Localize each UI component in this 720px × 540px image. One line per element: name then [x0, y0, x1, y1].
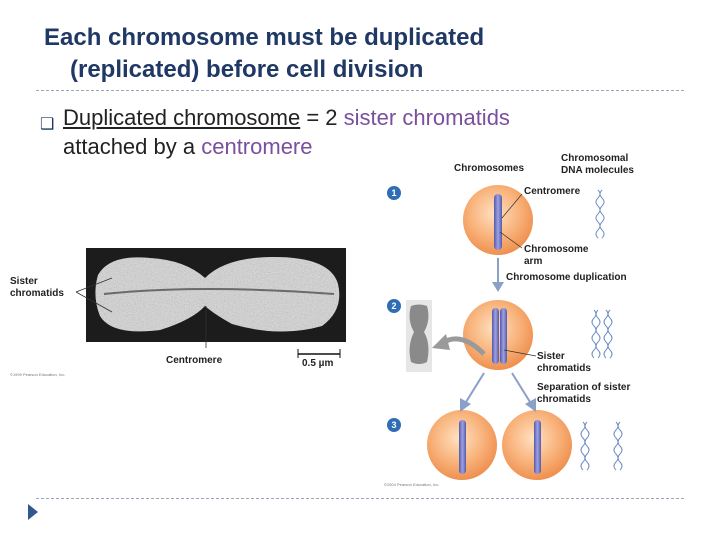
- micrograph-figure: [75, 248, 346, 358]
- micro-label-centromere: Centromere: [166, 355, 223, 366]
- pointer-lines: [499, 193, 537, 357]
- duplication-diagram: [406, 185, 623, 480]
- micro-label-chromatids: chromatids: [10, 288, 64, 299]
- inset-chromosome: [406, 300, 432, 372]
- diagram-label-duplication: Chromosome duplication: [506, 272, 627, 283]
- diagram-label-sister-1: Sister: [537, 351, 565, 362]
- diagram-label-separation-2: chromatids: [537, 394, 591, 405]
- slide-title: Each chromosome must be duplicated (repl…: [44, 22, 644, 87]
- micro-label-sister: Sister: [10, 276, 38, 287]
- term-centromere: centromere: [201, 133, 313, 159]
- step-badge-3: 3: [387, 418, 401, 432]
- diagram-label-arm-2: arm: [524, 256, 543, 267]
- title-line-1: Each chromosome must be duplicated: [44, 24, 485, 51]
- step-badge-1: 1: [387, 186, 401, 200]
- bullet-equals: = 2: [300, 105, 344, 130]
- diagram-credit: ©2004 Pearson Education, Inc.: [384, 482, 440, 487]
- dna-helices: [580, 189, 623, 471]
- chromatid-right: [500, 308, 507, 364]
- bullet-icon: ❑: [40, 116, 55, 133]
- micro-scale-label: 0.5 µm: [302, 358, 334, 369]
- chromosome-daughter-left: [459, 420, 466, 474]
- chromatid-left: [492, 308, 499, 364]
- header-chromosomes: Chromosomes: [454, 163, 525, 174]
- micro-credit: ©1999 Pearson Education, Inc.: [10, 372, 66, 377]
- chromosome-single: [494, 194, 502, 250]
- step-badge-2: 2: [387, 299, 401, 313]
- diagram-label-centromere: Centromere: [524, 186, 581, 197]
- flow-arrows: [460, 258, 536, 412]
- next-slide-arrow-icon[interactable]: [28, 504, 38, 520]
- chromosome-daughter-right: [534, 420, 541, 474]
- title-line-2: (replicated) before cell division: [70, 56, 424, 84]
- term-sister-chromatids: sister chromatids: [343, 105, 510, 130]
- diagram-label-sister-2: chromatids: [537, 363, 591, 374]
- bullet-continuation: attached by a: [63, 133, 202, 159]
- bullet-text: Duplicated chromosome = 2 sister chromat…: [63, 104, 663, 161]
- header-dna-1: Chromosomal: [561, 153, 629, 164]
- top-divider: [36, 90, 684, 91]
- diagram-label-arm-1: Chromosome: [524, 244, 589, 255]
- header-dna-2: DNA molecules: [561, 165, 634, 176]
- diagram-label-separation-1: Separation of sister: [537, 382, 631, 393]
- term-duplicated-chromosome: Duplicated chromosome: [63, 105, 301, 130]
- micrograph-chromosome: [95, 256, 340, 332]
- bottom-divider: [36, 498, 684, 499]
